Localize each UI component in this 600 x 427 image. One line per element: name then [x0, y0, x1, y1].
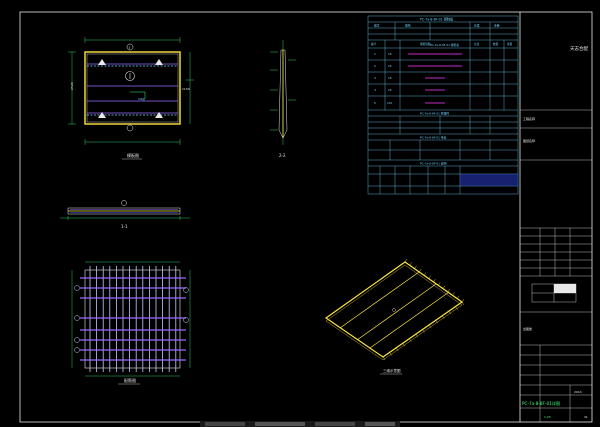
iso-tick — [442, 315, 445, 319]
section-1-1-caption: 1-1 — [121, 224, 128, 229]
iso-tick — [452, 292, 455, 296]
isometric-view[interactable]: 三维示意图 — [324, 258, 465, 375]
table2-header-1: 钢筋简图 — [420, 42, 431, 46]
iso-tick — [442, 285, 446, 289]
iso-tick — [402, 343, 405, 347]
table2-row-2-spec: C8 — [388, 76, 392, 80]
rebar-grid-view[interactable]: 配筋图 — [71, 261, 191, 385]
table-text: PC-7a-8-8F-01 预制板 编号 规格 长度 重量 PC-7a-8-8F… — [371, 17, 513, 166]
table2-header-2: 长度 — [474, 42, 480, 46]
table3-title: PC-7a-8-8F-01 预埋件 — [420, 112, 449, 116]
iso-tick — [461, 298, 465, 303]
plan-note: C8@ — [138, 97, 145, 101]
plan-view[interactable]: C8@ 2 2520 1150 模板图 — [68, 37, 194, 160]
table2-row-3-spec: C8 — [388, 88, 392, 92]
drawing-title: 图纸名称 — [523, 138, 535, 143]
iso-tick — [409, 338, 412, 342]
table1-header-0: 编号 — [374, 24, 380, 28]
title-block[interactable] — [520, 109, 592, 422]
iso-tick — [428, 324, 432, 329]
table1-header-3: 重量 — [494, 24, 500, 28]
section-1-1-view[interactable]: 1-1 — [60, 200, 190, 230]
section-marker-top: 2 — [129, 46, 131, 50]
project-name: 工程名称 — [523, 116, 535, 121]
table2-row-1-id: 2 — [374, 64, 376, 68]
table2-row-3-id: 4 — [374, 88, 376, 92]
bottom-toolbar-strip[interactable] — [200, 421, 400, 427]
table2-title: PC-7a-8-8F-01 钢筋表 — [430, 43, 459, 47]
iso-tick — [382, 356, 386, 361]
sheet-number: 41 — [584, 415, 588, 419]
iso-tick — [447, 288, 450, 293]
date: 2014 — [574, 390, 582, 394]
iso-tick — [396, 347, 399, 351]
iso-tick — [414, 265, 417, 269]
iso-tick — [415, 333, 419, 338]
iso-tick — [433, 278, 436, 283]
iso-tick — [438, 282, 441, 286]
table2-header-4: 重量 — [507, 42, 513, 46]
table2-row-4-id: 5 — [374, 101, 376, 105]
iso-tick — [461, 301, 465, 306]
title-block-logo — [554, 284, 576, 293]
table2-row-1-spec: C8 — [388, 64, 392, 68]
table-highlight — [460, 174, 518, 186]
plan-caption: 模板图 — [127, 152, 139, 158]
iso-tick — [457, 295, 460, 299]
rebar-shape-sketches — [408, 53, 462, 104]
table5-title: PC-7a-8-8F-01 说明 — [420, 162, 447, 166]
iso-tick — [455, 306, 458, 310]
table1-header-2: 长度 — [474, 24, 480, 28]
iso-tick — [428, 275, 431, 279]
plan-dim-right: 1150 — [182, 87, 190, 91]
table1-header-1: 规格 — [405, 24, 411, 28]
scale: 1:25 — [544, 415, 551, 419]
table1-title: PC-7a-8-8F-01 预制板 — [420, 17, 454, 22]
drawing-number: PC-7a-8-8F-01详图 — [522, 400, 560, 407]
iso-tick — [389, 352, 392, 356]
iso-tick — [409, 262, 412, 266]
stamp-label: 出图章 — [523, 326, 532, 331]
title-block-text: 天志合配 工程名称 图纸名称 出图章 PC-7a-8-8F-01详图 1:25 … — [522, 45, 588, 419]
rebar-caption: 配筋图 — [124, 377, 136, 383]
table2-row-2-id: 3 — [374, 76, 376, 80]
iso-tick — [422, 329, 425, 333]
table2-row-0-spec: C8 — [388, 52, 392, 56]
table2-header-0: 编号 — [371, 42, 377, 46]
iso-tick — [435, 320, 438, 324]
section-2-2-view[interactable]: 2-2 — [270, 40, 296, 158]
plan-dim-height: 2520 — [70, 82, 74, 90]
table2-row-0-id: 1 — [374, 52, 376, 56]
iso-tick — [448, 311, 451, 315]
section-2-2-caption: 2-2 — [279, 153, 286, 158]
iso-tick — [423, 272, 427, 276]
iso-tick — [419, 268, 422, 273]
table2-header-3: 数量 — [493, 42, 499, 46]
side-text: 天志合配 — [570, 45, 588, 52]
table2-row-4-spec: C10 — [387, 101, 392, 105]
iso-tick — [404, 258, 408, 263]
iso-caption: 三维示意图 — [383, 368, 401, 373]
table4-title: PC-7a-8-8F-01 吊装 — [420, 136, 447, 140]
